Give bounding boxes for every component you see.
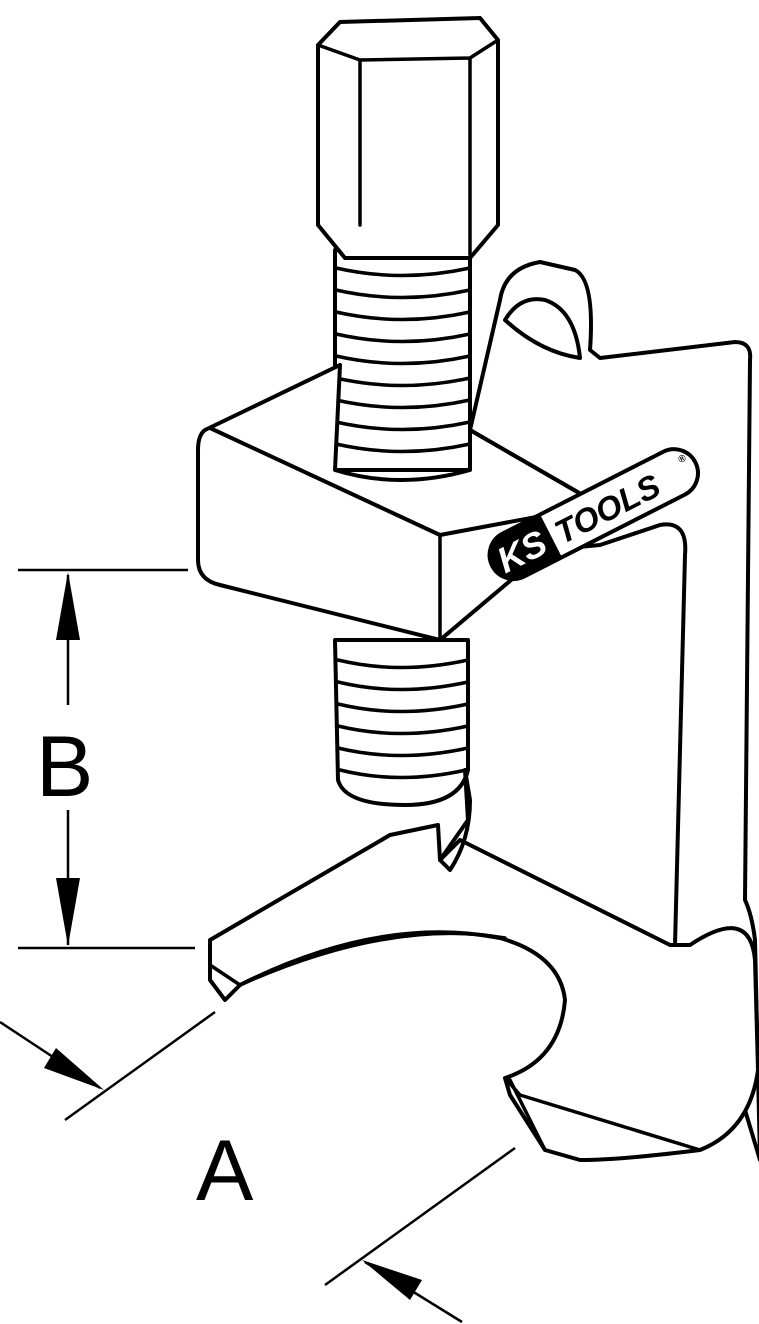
upper-thread (333, 248, 472, 472)
lower-thread (333, 638, 472, 872)
lower-jaw (208, 823, 759, 1162)
arrow-up-icon (56, 572, 80, 640)
jaw-edge (503, 1076, 702, 1152)
jaw-edge (238, 931, 507, 987)
hex-bolt-head (316, 16, 500, 260)
frame-slot (503, 297, 582, 360)
dimension-a: A (0, 1010, 516, 1324)
arrow-icon (44, 1048, 104, 1090)
dimension-label-a: A (196, 1123, 254, 1219)
jaw-edge (208, 963, 242, 987)
dimension-label-b: B (36, 719, 93, 815)
dimension-b: B (18, 568, 195, 950)
arrow-icon (362, 1260, 422, 1300)
arrow-down-icon (56, 878, 80, 946)
